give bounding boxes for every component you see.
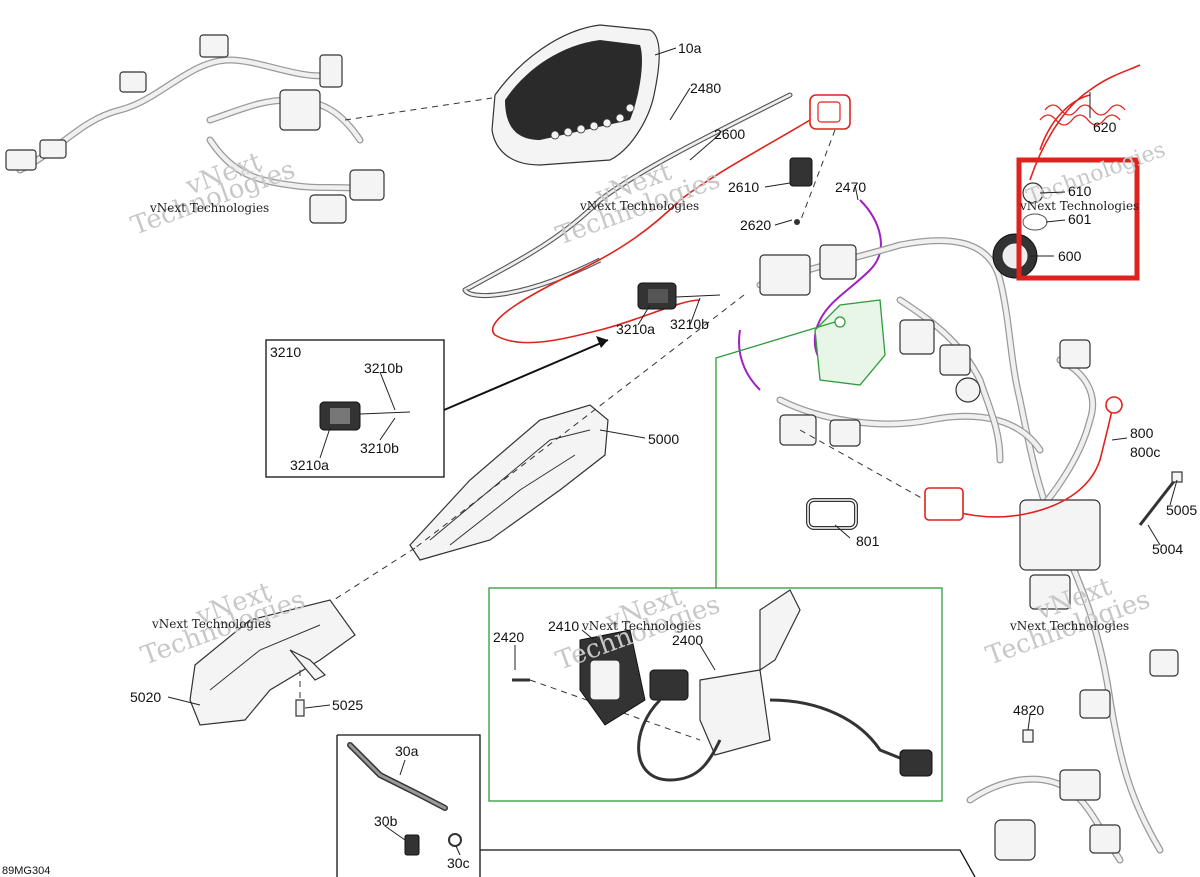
label-2420: 2420 xyxy=(493,629,524,645)
label-601: 601 xyxy=(1068,211,1092,227)
label-620: 620 xyxy=(1093,119,1117,135)
label-2600: 2600 xyxy=(714,126,745,142)
bolt-5004 xyxy=(1138,479,1177,526)
label-3210b-inset: 3210b xyxy=(364,360,403,376)
hose-2470 xyxy=(738,199,882,391)
label-3210b: 3210b xyxy=(670,316,709,332)
green-link-line xyxy=(715,321,836,588)
label-2400: 2400 xyxy=(672,632,703,648)
svg-text:vNext Technologies: vNext Technologies xyxy=(151,617,271,631)
label-30a: 30a xyxy=(395,743,419,759)
label-3210a-inset: 3210a xyxy=(290,457,329,473)
svg-text:vNext Technologies: vNext Technologies xyxy=(579,199,699,213)
lanyard-coils xyxy=(1039,104,1126,126)
connector-3210-main xyxy=(637,282,721,310)
label-5000: 5000 xyxy=(648,431,679,447)
label-5004: 5004 xyxy=(1152,541,1183,557)
rod-2480 xyxy=(462,92,793,299)
label-10a: 10a xyxy=(678,40,702,56)
label-610: 610 xyxy=(1068,183,1092,199)
label-2410: 2410 xyxy=(548,618,579,634)
leader-lines xyxy=(167,47,1178,856)
label-2480: 2480 xyxy=(690,80,721,96)
label-3210: 3210 xyxy=(270,344,301,360)
label-5020: 5020 xyxy=(130,689,161,705)
housing-5000 xyxy=(409,404,609,561)
fuse-800c xyxy=(924,487,964,521)
label-30b: 30b xyxy=(374,813,398,829)
gasket-801 xyxy=(806,498,858,530)
inset-3210 xyxy=(265,336,609,478)
bracket-2400-highlight xyxy=(814,299,886,386)
highlight-box xyxy=(1016,157,1140,281)
diagram-code: 89MG304 xyxy=(2,865,50,877)
svg-text:vNext Technologies: vNext Technologies xyxy=(1019,199,1139,213)
cable-800 xyxy=(934,409,1113,518)
inset-2400 xyxy=(488,587,943,802)
label-800c: 800c xyxy=(1130,444,1160,460)
label-3210a: 3210a xyxy=(616,321,655,337)
handle-5020 xyxy=(189,599,356,726)
label-2470: 2470 xyxy=(835,179,866,195)
label-5005: 5005 xyxy=(1166,502,1197,518)
label-30c: 30c xyxy=(447,855,470,871)
nut-4820 xyxy=(1022,729,1034,743)
screw-2620 xyxy=(794,219,800,225)
main-harness xyxy=(756,237,1179,864)
red-wire-2600 xyxy=(491,119,811,344)
clip-2610 xyxy=(789,157,813,187)
dash-5000 xyxy=(414,294,745,549)
svg-text:vNext Technologies: vNext Technologies xyxy=(581,619,701,633)
callout-labels: 10a 2480 2600 2610 2620 2470 620 610 601… xyxy=(2,40,1197,877)
instrument-cluster[interactable] xyxy=(491,24,660,166)
label-4820: 4820 xyxy=(1013,702,1044,718)
label-2610: 2610 xyxy=(728,179,759,195)
label-2620: 2620 xyxy=(740,217,771,233)
label-3210b-inset2: 3210b xyxy=(360,440,399,456)
svg-text:vNext Technologies: vNext Technologies xyxy=(149,201,269,215)
label-800: 800 xyxy=(1130,425,1154,441)
label-801: 801 xyxy=(856,533,880,549)
label-600: 600 xyxy=(1058,248,1082,264)
label-5025: 5025 xyxy=(332,697,363,713)
cluster-dash xyxy=(344,97,493,121)
red-switch-2600 xyxy=(809,94,851,130)
svg-text:vNext Technologies: vNext Technologies xyxy=(1009,619,1129,633)
lanyard-620 xyxy=(1029,64,1141,181)
upper-left-harness xyxy=(5,34,385,224)
inset-30 xyxy=(336,734,976,877)
